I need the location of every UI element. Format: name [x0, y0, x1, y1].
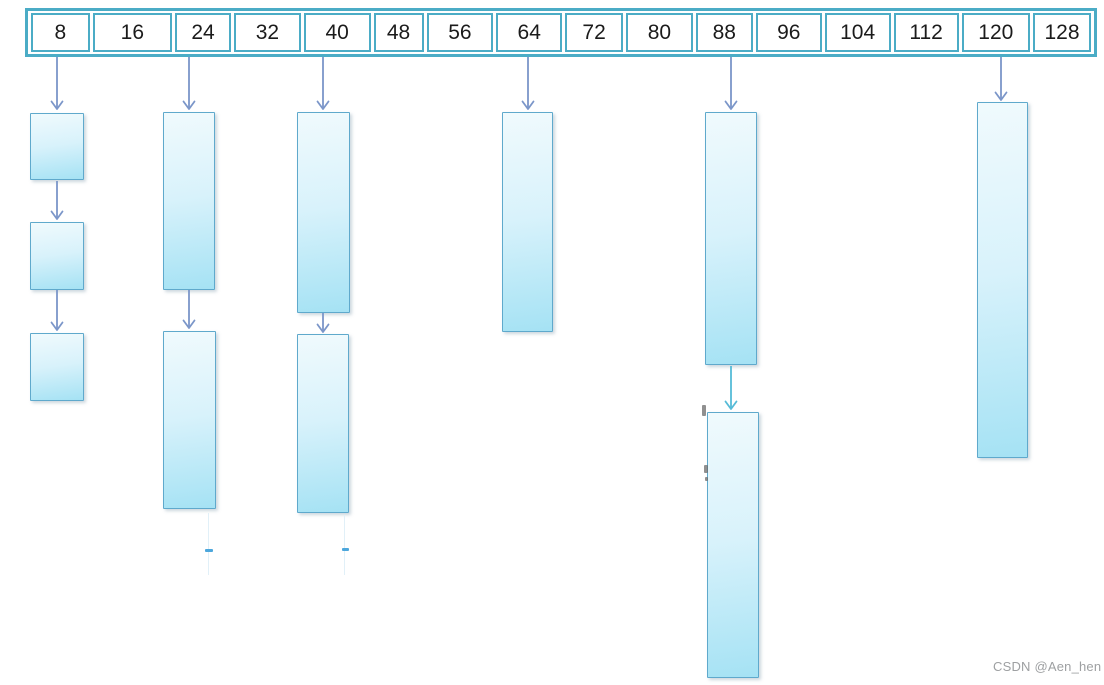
flow-arrow-88: [724, 57, 738, 110]
artifact-vline: [344, 515, 345, 575]
flow-arrow-8: [50, 57, 64, 110]
memory-block-24-2: [163, 331, 216, 509]
artifact-dash: [342, 548, 349, 551]
header-cell-128: 128: [1033, 13, 1091, 52]
flow-arrow-88: [724, 366, 738, 410]
artifact-vline: [208, 513, 209, 575]
header-cell-72: 72: [565, 13, 624, 52]
artifact-speck: [705, 477, 708, 481]
artifact-speck: [704, 465, 708, 473]
memory-block-88-1: [705, 112, 757, 365]
header-cell-24: 24: [174, 13, 232, 52]
header-cell-120: 120: [961, 13, 1031, 52]
artifact-speck: [702, 405, 706, 416]
header-cell-80: 80: [626, 13, 693, 52]
header-cell-112: 112: [893, 13, 959, 52]
flow-arrow-40: [316, 57, 330, 110]
flow-arrow-24: [182, 57, 196, 110]
flow-arrow-8: [50, 290, 64, 331]
header-cell-48: 48: [373, 13, 424, 52]
flow-arrow-64: [521, 57, 535, 110]
header-cell-8: 8: [31, 13, 90, 52]
memory-block-40-1: [297, 112, 350, 313]
flow-arrow-8: [50, 181, 64, 220]
header-cell-56: 56: [426, 13, 494, 52]
header-cell-16: 16: [92, 13, 172, 52]
memory-block-64-1: [502, 112, 553, 332]
memory-block-8-2: [30, 222, 84, 290]
artifact-dash: [205, 549, 213, 552]
flow-arrow-40: [316, 313, 330, 333]
flow-arrow-24: [182, 290, 196, 329]
header-cell-32: 32: [234, 13, 301, 52]
header-cell-88: 88: [695, 13, 753, 52]
memory-block-88-2: [707, 412, 759, 678]
header-cell-40: 40: [303, 13, 371, 52]
header-cell-64: 64: [496, 13, 563, 52]
memory-block-8-1: [30, 113, 84, 180]
header-cell-104: 104: [824, 13, 891, 52]
memory-block-8-3: [30, 333, 84, 401]
header-cell-96: 96: [755, 13, 822, 52]
watermark: CSDN @Aen_hen: [993, 659, 1102, 674]
flow-arrow-120: [994, 57, 1008, 101]
memory-block-40-2: [297, 334, 349, 513]
memory-block-24-1: [163, 112, 215, 290]
memory-block-120-1: [977, 102, 1028, 458]
